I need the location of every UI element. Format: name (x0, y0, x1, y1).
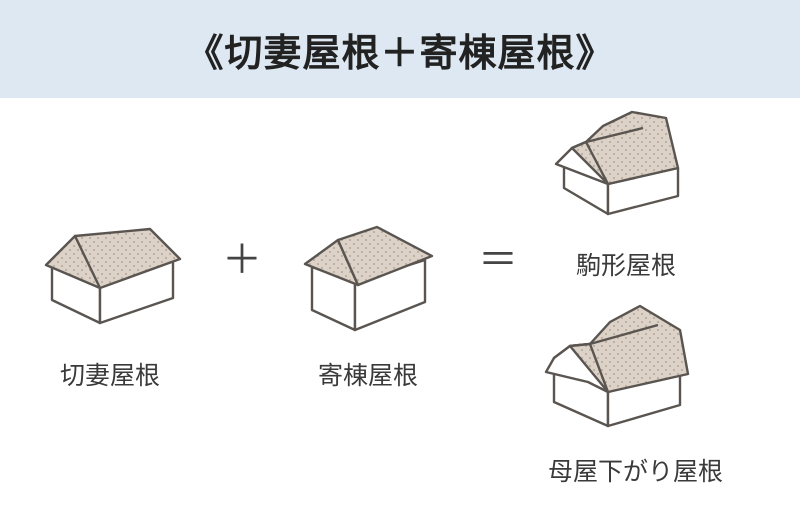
kirizuma-label: 切妻屋根 (60, 361, 161, 390)
yosemune-house-illustration (303, 225, 434, 332)
title-banner (0, 0, 800, 98)
moya-sagari-label: 母屋下がり屋根 (548, 457, 724, 486)
komagata-house-illustration (554, 110, 680, 216)
moya-sagari-house-illustration (544, 304, 690, 428)
yosemune-label: 寄棟屋根 (318, 361, 419, 390)
plus-sign: ＋ (222, 237, 262, 283)
page-title: 《切妻屋根＋寄棟屋根》 (185, 30, 615, 75)
equals-sign: ＝ (478, 237, 518, 283)
kirizuma-house-illustration (44, 227, 182, 325)
komagata-label: 駒形屋根 (576, 251, 677, 280)
